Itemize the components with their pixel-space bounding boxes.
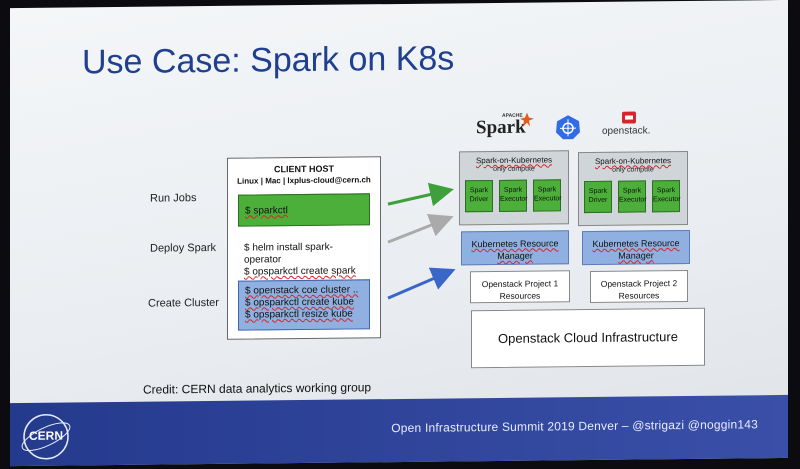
- cern-logo-text: CERN: [29, 428, 64, 443]
- arrow-run-jobs: [387, 182, 454, 207]
- spark-logo-icon: APACHE Spark: [476, 112, 536, 144]
- cluster-1-pod-executor-1: Spark Executor: [499, 179, 528, 212]
- arrow-create-cluster: [387, 267, 456, 300]
- cluster-1-project: Openstack Project 1 Resources: [470, 270, 570, 304]
- cluster-1-pod-executor-2: Spark Executor: [533, 179, 562, 212]
- cluster-2-sub: only compute: [612, 166, 654, 174]
- slide: Use Case: Spark on K8s Run Jobs Deploy S…: [10, 0, 788, 467]
- spark-k8s-cluster-1: Spark-on-Kubernetes only compute Spark D…: [459, 150, 569, 226]
- cluster-1-pod-driver: Spark Driver: [465, 180, 493, 213]
- cluster-2-pod-executor-2: Spark Executor: [652, 180, 681, 213]
- spark-k8s-cluster-2: Spark-on-Kubernetes only compute Spark D…: [578, 150, 688, 227]
- cern-logo-icon: CERN: [18, 408, 74, 465]
- cluster-2-resource-manager: Kubernetes Resource Manager: [582, 229, 690, 266]
- openstack-logo-text: openstack.: [602, 125, 651, 137]
- spark-logo-text: Spark: [476, 116, 526, 139]
- cluster-2-project: Openstack Project 2 Resources: [590, 269, 688, 303]
- cluster-2-pod-driver: Spark Driver: [584, 180, 612, 214]
- cluster-1-sub: only compute: [493, 165, 535, 174]
- cluster-1-resource-manager: Kubernetes Resource Manager: [461, 230, 569, 266]
- kubernetes-logo-icon: [555, 114, 581, 140]
- cluster-1-title: Spark-on-Kubernetes: [475, 155, 553, 166]
- arrows: [387, 182, 456, 300]
- cluster-2-title: Spark-on-Kubernetes: [594, 156, 672, 166]
- footer-text: Open Infrastructure Summit 2019 Denver –…: [391, 417, 758, 436]
- openstack-logo-icon: openstack.: [602, 111, 672, 142]
- credit-text: Credit: CERN data analytics working grou…: [143, 380, 372, 397]
- footer-bar: CERN Open Infrastructure Summit 2019 Den…: [10, 394, 788, 467]
- cluster-2-pod-executor-1: Spark Executor: [618, 180, 647, 213]
- openstack-cloud-infrastructure: Openstack Cloud Infrastructure: [471, 307, 705, 369]
- arrow-deploy-spark: [387, 213, 454, 244]
